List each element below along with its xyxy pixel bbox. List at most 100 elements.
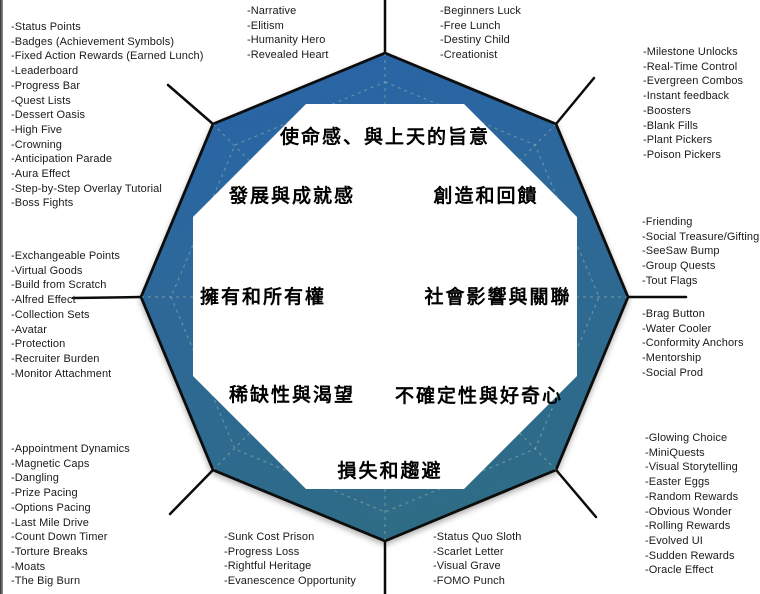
technique-item: -Easter Eggs xyxy=(645,476,710,489)
technique-item: -Magnetic Caps xyxy=(11,457,90,470)
technique-item: -FOMO Punch xyxy=(433,575,506,588)
technique-item: -Prize Pacing xyxy=(11,487,78,500)
technique-item: -Obvious Wonder xyxy=(645,505,732,518)
techniques-social-top: -Friending -Social Treasure/Gifting -SeeSa… xyxy=(642,215,759,289)
technique-item: -Beginners Luck xyxy=(440,5,521,17)
techniques-loss-avoidance-right: -Status Quo Sloth -Scarlet Letter -Visual … xyxy=(433,530,522,589)
technique-item: -Scarlet Letter xyxy=(433,545,504,558)
technique-item: -Elitism xyxy=(247,19,284,32)
technique-item: -High Five xyxy=(11,123,63,136)
technique-item: -Recruiter Burden xyxy=(11,352,100,365)
technique-item: -Progress Loss xyxy=(224,545,300,558)
technique-item: -Progress Bar xyxy=(11,79,81,92)
technique-item: -Evanescence Opportunity xyxy=(224,575,357,588)
technique-item: -Poison Pickers xyxy=(643,148,721,161)
technique-item: -Dangling xyxy=(11,472,59,485)
technique-item: -Protection xyxy=(11,338,66,351)
technique-item: -Group Quests xyxy=(642,260,716,273)
technique-item: -Count Down Timer xyxy=(11,531,108,544)
technique-item: -Avatar xyxy=(11,323,47,336)
core-drive-empowerment: 創造和回饋 xyxy=(433,186,539,207)
technique-item: -Evolved UI xyxy=(645,534,703,547)
technique-item: -Boosters xyxy=(643,104,691,117)
technique-item: -Sudden Rewards xyxy=(645,549,735,562)
technique-item: -Build from Scratch xyxy=(11,279,107,292)
technique-item: -Tout Flags xyxy=(642,274,698,287)
technique-item: -Conformity Anchors xyxy=(642,337,744,350)
technique-item: -Last Mile Drive xyxy=(11,516,90,529)
technique-item: -Quest Lists xyxy=(11,94,71,107)
technique-item: -Mentorship xyxy=(642,352,702,365)
technique-item: -Options Pacing xyxy=(11,501,91,514)
technique-item: -Rightful Heritage xyxy=(224,560,312,573)
technique-item: -Real-Time Control xyxy=(643,60,738,73)
technique-item: -Aura Effect xyxy=(11,168,71,181)
technique-item: -Friending xyxy=(642,216,693,228)
core-drive-social: 社會影響與關聯 xyxy=(424,287,572,308)
technique-item: -Water Cooler xyxy=(642,322,712,335)
octagon-inner xyxy=(193,104,577,489)
technique-item: -Humanity Hero xyxy=(247,34,326,47)
techniques-meaning-right: -Beginners Luck -Free Lunch -Destiny Child… xyxy=(440,4,521,63)
connector-line-top-right xyxy=(554,76,596,126)
connector-lines xyxy=(71,0,688,594)
technique-item: -Fixed Action Rewards (Earned Lunch) xyxy=(11,50,204,63)
technique-item: -Badges (Achievement Symbols) xyxy=(11,35,175,48)
connector-line-left xyxy=(71,295,143,300)
technique-item: -Leaderboard xyxy=(11,65,79,78)
technique-item: -Instant feedback xyxy=(643,90,730,103)
technique-item: -Oracle Effect xyxy=(645,564,714,577)
left-edge-border xyxy=(0,0,3,594)
techniques-scarcity: -Appointment Dynamics -Magnetic Caps -Dang… xyxy=(11,442,130,589)
core-drive-meaning: 使命感、與上天的旨意 xyxy=(279,127,491,148)
connector-line-bottom-left xyxy=(168,468,215,516)
technique-item: -Sunk Cost Prison xyxy=(224,531,315,543)
technique-item: -Narrative xyxy=(247,5,297,17)
technique-item: -Milestone Unlocks xyxy=(643,46,738,58)
technique-item: -Step-by-Step Overlay Tutorial xyxy=(11,182,162,195)
techniques-meaning-left: -Narrative-Elitism-Humanity Hero-Reveale… xyxy=(247,4,329,63)
technique-item: -Moats xyxy=(11,560,46,573)
core-drive-ownership: 擁有和所有權 xyxy=(199,287,327,308)
technique-item: -Evergreen Combos xyxy=(643,75,744,88)
core-drive-accomplishment: 發展與成就感 xyxy=(228,186,356,207)
technique-item: -Visual Grave xyxy=(433,560,501,573)
connector-line-bottom-right xyxy=(555,469,598,519)
technique-item: -Destiny Child xyxy=(440,34,510,47)
core-drive-loss-avoidance: 損失和趨避 xyxy=(337,461,443,482)
technique-item: -Virtual Goods xyxy=(11,264,83,277)
technique-item: -Blank Fills xyxy=(643,119,698,132)
technique-item: -Dessert Oasis xyxy=(11,109,86,122)
technique-item: -Alfred Effect xyxy=(11,294,76,307)
technique-item: -SeeSaw Bump xyxy=(642,245,720,258)
techniques-loss-avoidance-left: -Sunk Cost Prison -Progress Loss -Rightful… xyxy=(224,530,356,589)
technique-item: -Status Points xyxy=(11,21,81,33)
connector-line-top-left xyxy=(166,83,215,126)
techniques-accomplishment: -Status Points -Badges (Achievement Symbo… xyxy=(11,20,204,211)
techniques-empowerment: -Milestone Unlocks -Real-Time Control -Eve… xyxy=(643,45,743,163)
technique-item: -Brag Button xyxy=(642,308,705,320)
techniques-social-bottom: -Brag Button -Water Cooler -Conformity Anc… xyxy=(642,307,744,381)
technique-item: -Creationist xyxy=(440,49,498,62)
technique-item: -Plant Pickers xyxy=(643,134,713,147)
technique-item: -Social Treasure/Gifting xyxy=(642,230,760,243)
technique-item: -Crowning xyxy=(11,138,63,151)
technique-item: -Monitor Attachment xyxy=(11,367,112,380)
technique-item: -Rolling Rewards xyxy=(645,520,731,533)
technique-item: -Appointment Dynamics xyxy=(11,443,130,455)
core-drive-unpredictability: 不確定性與好奇心 xyxy=(394,386,564,407)
technique-item: -The Big Burn xyxy=(11,575,81,588)
techniques-unpredictability: -Glowing Choice-MiniQuests-Visual Storyt… xyxy=(645,431,738,578)
dashed-level-octagon xyxy=(170,81,600,513)
technique-item: -Exchangeable Points xyxy=(11,250,121,262)
core-drive-scarcity: 稀缺性與渴望 xyxy=(228,385,356,406)
technique-item: -Status Quo Sloth xyxy=(433,531,522,543)
technique-item: -Glowing Choice xyxy=(645,432,728,444)
techniques-ownership: -Exchangeable Points -Virtual Goods -Build… xyxy=(11,249,120,381)
technique-item: -Anticipation Parade xyxy=(11,153,113,166)
technique-item: -Boss Fights xyxy=(11,197,74,210)
technique-item: -Collection Sets xyxy=(11,308,90,321)
technique-item: -Free Lunch xyxy=(440,19,501,32)
